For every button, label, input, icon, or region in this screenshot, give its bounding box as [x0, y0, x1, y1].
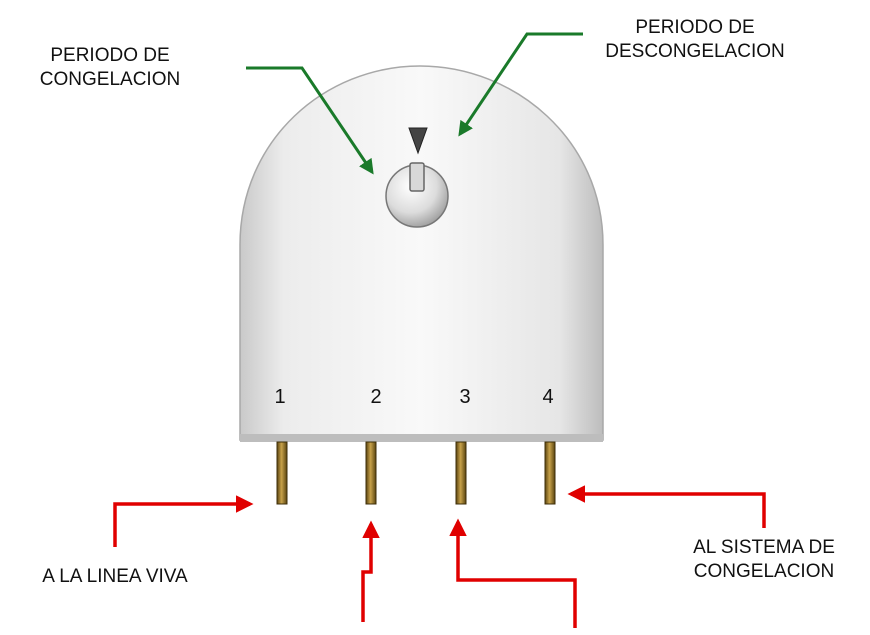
- freeze-period-label: PERIODO DE CONGELACION: [30, 44, 190, 92]
- freeze-system-label-line2: CONGELACION: [693, 561, 835, 582]
- timer-body-base: [240, 434, 603, 442]
- terminal-3-arrow: [449, 518, 577, 628]
- freeze-period-arrow: [246, 66, 374, 175]
- terminal-number-3: 3: [459, 386, 470, 408]
- freeze-system-arrow: [567, 485, 766, 528]
- terminal-pin-2: [365, 441, 377, 505]
- terminal-2-arrow: [361, 520, 380, 622]
- live-line-label: A LA LINEA VIVA: [42, 566, 188, 587]
- dial-knob-icon[interactable]: [385, 162, 449, 228]
- defrost-period-label-line2: DESCONGELACION: [605, 41, 785, 62]
- triangle-pointer-icon: [408, 127, 428, 155]
- freeze-system-label-line1: AL SISTEMA DE: [693, 537, 835, 558]
- terminal-pin-1: [276, 441, 288, 505]
- terminal-number-4: 4: [542, 386, 553, 408]
- live-line-arrow: [113, 495, 254, 547]
- timer-body: [239, 65, 604, 441]
- terminal-pin-3: [455, 441, 467, 505]
- freeze-period-label-line2: CONGELACION: [39, 69, 181, 90]
- terminal-pin-4: [544, 441, 556, 505]
- defrost-period-arrow: [458, 32, 583, 137]
- freeze-period-label-line1: PERIODO DE: [50, 45, 170, 66]
- terminal-number-1: 1: [274, 386, 285, 408]
- freeze-system-label: AL SISTEMA DE CONGELACION: [682, 536, 846, 584]
- terminal-number-2: 2: [370, 386, 381, 408]
- defrost-period-label: PERIODO DE DESCONGELACION: [592, 16, 798, 64]
- defrost-period-label-line1: PERIODO DE: [635, 17, 755, 38]
